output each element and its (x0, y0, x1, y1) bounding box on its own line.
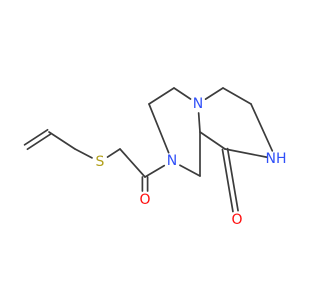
single-bond-n2-i (144, 164, 166, 178)
double-bond-l-m-b (26, 133, 52, 151)
single-bond-a-b (148, 87, 175, 105)
single-bond-e-f (222, 87, 252, 105)
atom-label-o-lactam: O (231, 212, 242, 228)
single-bond-d-n1 (197, 112, 201, 133)
atom-label-n-amide-ring: N (167, 153, 177, 169)
single-bond-n2-h (179, 164, 201, 177)
single-bond-g-d (199, 131, 226, 150)
single-bond-nh-g (224, 148, 269, 159)
double-bond-g-o1-a (221, 148, 234, 213)
single-bond-n1-e (204, 87, 224, 100)
single-bond-s-k (74, 148, 93, 159)
double-bond-l-m-a (23, 128, 49, 146)
molecule-drawing: N N NH O O S (23, 87, 287, 228)
atom-label-n-bridge: N (193, 96, 203, 112)
single-bond-n1-a (173, 87, 192, 100)
single-bond-i-j (119, 148, 146, 178)
double-bond-g-o1-b (226, 147, 239, 212)
atom-label-nh: NH (266, 151, 287, 167)
single-bond-b-n2 (148, 103, 170, 154)
atom-label-s-thioether: S (96, 154, 105, 170)
single-bond-f-nh (250, 103, 274, 152)
single-bond-j-s (106, 148, 121, 158)
atom-label-o-acyl: O (139, 192, 150, 208)
structure-canvas: N N NH O O S (23, 87, 287, 228)
single-bond-k-l (48, 131, 76, 150)
bond-layer (23, 87, 274, 213)
atom-layer: N N NH O O S (96, 96, 287, 228)
